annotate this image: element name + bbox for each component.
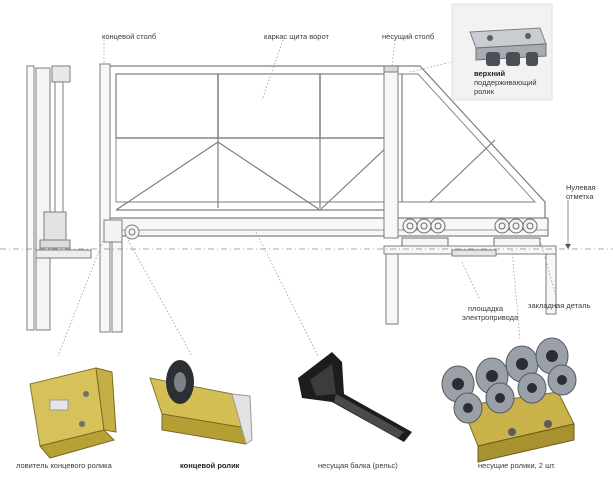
label-zero-mark-2: отметка (566, 192, 594, 201)
label-carriage: несущие ролики, 2 шт. (478, 461, 556, 470)
drive-platform (383, 245, 557, 257)
rail-photo (298, 352, 412, 442)
label-top-roller-2: поддерживающий (474, 78, 537, 87)
label-catcher: ловитель концевого ролика (16, 461, 113, 470)
label-support-beam: несущая балка (рельс) (318, 461, 398, 470)
label-support-post: несущий столб (382, 32, 434, 41)
end-roller-schematic (103, 219, 140, 243)
end-roller-photo (149, 360, 253, 445)
carriage-photo (441, 337, 577, 463)
avito-watermark: Avito (548, 444, 586, 462)
top-roller-photo (451, 3, 553, 101)
label-platform-1: площадка (468, 304, 504, 313)
catcher-photo (29, 367, 117, 459)
label-embedded-part: закладная деталь (528, 301, 591, 310)
label-top-roller-1: верхний (474, 69, 505, 78)
label-zero-mark-1: Нулевая (566, 183, 596, 192)
zero-level-arrow (565, 244, 571, 249)
label-platform-2: электропривода (462, 313, 519, 322)
carriage-schematic (401, 218, 541, 247)
label-top-roller-3: ролик (474, 87, 495, 96)
gate-posts (99, 63, 557, 333)
label-end-roller: концевой ролик (180, 461, 240, 470)
label-end-post: концевой столб (102, 32, 156, 41)
left-end-post (26, 65, 92, 331)
label-gate-frame: каркас щита ворот (264, 32, 329, 41)
